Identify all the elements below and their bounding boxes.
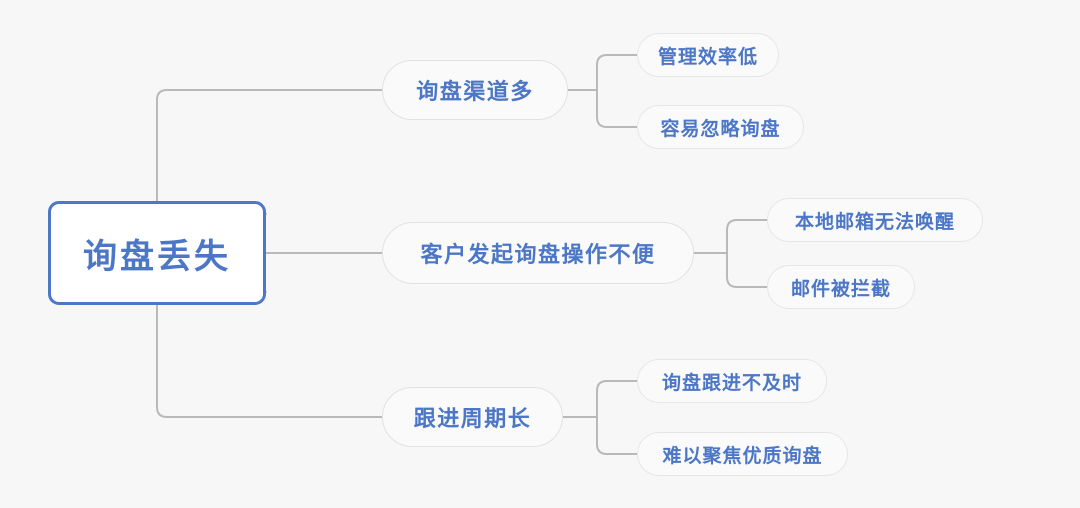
leaf-node-3-2[interactable]: 难以聚焦优质询盘 — [637, 432, 848, 476]
connector-branch2-bracket — [726, 219, 768, 288]
leaf-node-2-1[interactable]: 本地邮箱无法唤醒 — [767, 198, 983, 242]
leaf-node-1-2[interactable]: 容易忽略询盘 — [637, 105, 804, 149]
leaf-node-1-1-label: 管理效率低 — [657, 46, 758, 68]
branch-node-2[interactable]: 客户发起询盘操作不便 — [382, 222, 694, 284]
leaf-node-3-1[interactable]: 询盘跟进不及时 — [637, 359, 827, 403]
connector-trunk-top — [156, 89, 383, 215]
connector-trunk-bottom — [156, 291, 383, 418]
connector-branch1-bracket — [596, 54, 638, 128]
leaf-node-3-2-label: 难以聚焦优质询盘 — [662, 445, 823, 467]
leaf-node-2-2[interactable]: 邮件被拦截 — [767, 265, 915, 309]
leaf-node-2-2-label: 邮件被拦截 — [790, 278, 891, 300]
leaf-node-3-1-label: 询盘跟进不及时 — [661, 372, 802, 394]
branch-node-1-label: 询盘渠道多 — [416, 79, 534, 104]
branch-node-3-label: 跟进周期长 — [413, 406, 532, 431]
leaf-node-2-1-label: 本地邮箱无法唤醒 — [794, 211, 955, 233]
connector-branch3-bracket — [596, 380, 638, 455]
leaf-node-1-2-label: 容易忽略询盘 — [660, 118, 781, 140]
branch-node-1[interactable]: 询盘渠道多 — [382, 60, 568, 120]
root-node-label: 询盘丢失 — [83, 237, 231, 276]
leaf-node-1-1[interactable]: 管理效率低 — [637, 33, 779, 77]
branch-node-2-label: 客户发起询盘操作不便 — [420, 242, 656, 267]
branch-node-3[interactable]: 跟进周期长 — [382, 387, 563, 447]
root-node[interactable]: 询盘丢失 — [48, 201, 266, 305]
